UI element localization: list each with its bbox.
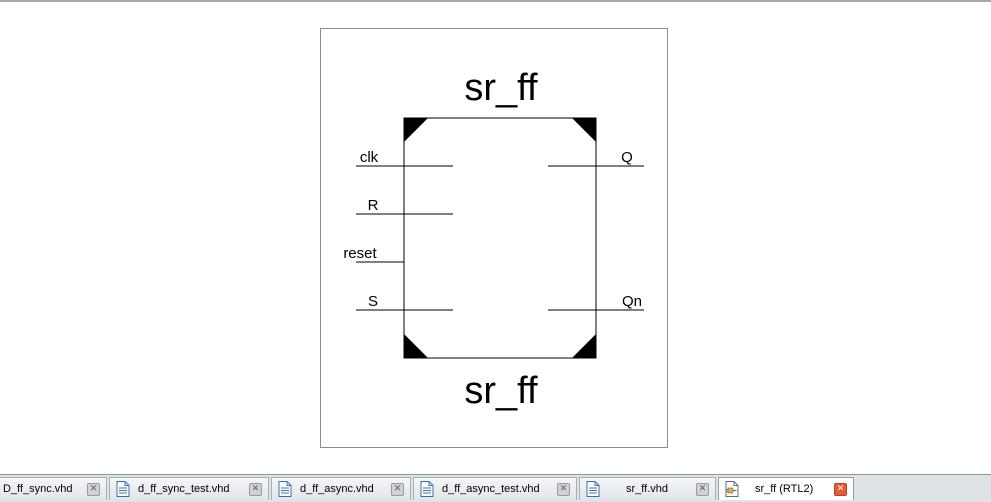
tab-label: sr_ff.vhd	[626, 483, 668, 495]
vhdl-file-icon	[586, 481, 600, 497]
flip-flop-block[interactable]	[403, 117, 597, 359]
tab-d-ff-async-test-vhd[interactable]: d_ff_async_test.vhd ✕	[413, 477, 577, 500]
tab-d-ff-sync-test-vhd[interactable]: d_ff_sync_test.vhd ✕	[109, 477, 269, 500]
tab-label: D_ff_sync.vhd	[3, 483, 73, 495]
tab-d-ff-sync-vhd[interactable]: D_ff_sync.vhd ✕	[0, 477, 107, 500]
tab-label: sr_ff (RTL2)	[755, 483, 814, 495]
corner-marker	[572, 118, 596, 142]
close-tab-icon[interactable]: ✕	[87, 482, 100, 496]
tab-sr-ff-rtl2[interactable]: sr_ff (RTL2) ✕	[718, 477, 854, 500]
corner-marker	[572, 334, 596, 358]
vhdl-file-icon	[278, 481, 292, 497]
corner-marker	[404, 334, 428, 358]
close-tab-icon[interactable]: ✕	[249, 482, 262, 496]
tab-d-ff-async-vhd[interactable]: d_ff_async.vhd ✕	[271, 477, 411, 500]
pin-label-reset: reset	[343, 245, 377, 262]
tab-sr-ff-vhd[interactable]: sr_ff.vhd ✕	[579, 477, 716, 500]
top-toolbar-edge	[0, 0, 991, 2]
pin-label-clk: clk	[360, 149, 379, 166]
schematic-title-bottom: sr_ff	[464, 370, 538, 412]
pin-label-q: Q	[621, 149, 633, 166]
rtl-schematic: sr_ff clk R reset S Q Qn sr_ff	[343, 67, 644, 412]
schematic-title-top: sr_ff	[464, 67, 538, 109]
tab-label: d_ff_sync_test.vhd	[138, 483, 230, 495]
editor-tab-bar: D_ff_sync.vhd ✕ d_ff_sync_test.vhd ✕ d_f…	[0, 474, 991, 502]
rtl-schematic-icon	[725, 481, 739, 497]
pin-label-r: R	[368, 197, 379, 214]
vhdl-file-icon	[420, 481, 434, 497]
pin-label-s: S	[368, 293, 378, 310]
close-tab-icon[interactable]: ✕	[391, 482, 404, 496]
tab-label: d_ff_async.vhd	[300, 483, 374, 495]
close-tab-icon[interactable]: ✕	[696, 482, 709, 496]
vhdl-file-icon	[116, 481, 130, 497]
corner-marker	[404, 118, 428, 142]
tab-label: d_ff_async_test.vhd	[442, 483, 540, 495]
close-tab-icon[interactable]: ✕	[834, 482, 847, 496]
close-tab-icon[interactable]: ✕	[557, 482, 570, 496]
pin-label-qn: Qn	[622, 293, 642, 310]
